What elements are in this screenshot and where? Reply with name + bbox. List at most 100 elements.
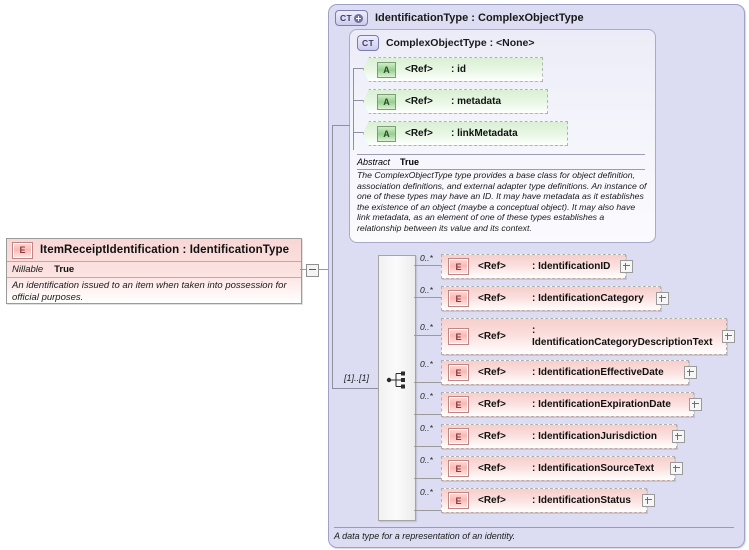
complextype-badge-icon: CT — [357, 35, 379, 51]
element-ref: <Ref> — [478, 261, 506, 272]
element-connector — [414, 382, 442, 383]
inner-complex-type-header[interactable]: CT ComplexObjectType : <None> — [357, 35, 535, 51]
element-row[interactable]: E <Ref> : IdentificationStatus — [441, 488, 647, 513]
inner-type-description: The ComplexObjectType type provides a ba… — [357, 170, 647, 233]
element-connector — [414, 414, 442, 415]
attribute-ref: <Ref> — [405, 64, 433, 75]
ct-label: CT — [340, 13, 352, 23]
element-expand-icon[interactable] — [656, 292, 669, 305]
sequence-cardinality: [1]..[1] — [344, 373, 370, 383]
element-connector — [414, 265, 442, 266]
element-badge-icon: E — [448, 492, 469, 509]
element-row[interactable]: E <Ref> : IdentificationJurisdiction — [441, 424, 677, 449]
root-element-header: E ItemReceiptIdentification : Identifica… — [7, 239, 301, 262]
element-name: : IdentificationSourceText — [532, 462, 655, 474]
abstract-label: Abstract — [357, 157, 391, 167]
attribute-row[interactable]: A <Ref> : metadata — [363, 89, 548, 114]
element-badge-icon: E — [448, 328, 469, 345]
collapse-toggle-icon[interactable] — [306, 264, 319, 277]
occurrence-label: 0..* — [420, 423, 433, 433]
model-group-branch-sequence — [332, 388, 379, 389]
element-name: : IdentificationExpirationDate — [532, 398, 671, 410]
element-name: : IdentificationID — [532, 260, 611, 272]
element-name: : IdentificationStatus — [532, 494, 631, 506]
attribute-tree-branch — [353, 68, 364, 69]
inner-complex-type-title: ComplexObjectType : <None> — [385, 37, 535, 49]
element-ref: <Ref> — [478, 495, 506, 506]
element-expand-icon[interactable] — [684, 366, 697, 379]
attribute-badge-icon: A — [377, 61, 396, 78]
complextype-expand-badge-icon[interactable]: CT — [335, 10, 368, 26]
element-expand-icon[interactable] — [670, 462, 683, 475]
element-badge-icon: E — [448, 396, 469, 413]
element-badge-icon: E — [448, 428, 469, 445]
attribute-name: : linkMetadata — [451, 128, 518, 139]
attribute-badge-icon: A — [377, 125, 396, 142]
occurrence-label: 0..* — [420, 359, 433, 369]
sequence-column[interactable] — [378, 255, 416, 521]
element-row[interactable]: E <Ref> : IdentificationSourceText — [441, 456, 675, 481]
element-ref: <Ref> — [478, 293, 506, 304]
element-connector — [414, 446, 442, 447]
element-expand-icon[interactable] — [722, 330, 735, 343]
occurrence-label: 0..* — [420, 285, 433, 295]
attribute-tree-trunk — [353, 68, 354, 150]
element-name: : IdentificationEffectiveDate — [532, 366, 664, 378]
element-ref: <Ref> — [478, 431, 506, 442]
element-row[interactable]: E <Ref> : IdentificationCategoryDescript… — [441, 318, 727, 355]
occurrence-label: 0..* — [420, 322, 433, 332]
attribute-tree-branch — [353, 132, 364, 133]
nillable-label: Nillable — [12, 264, 44, 275]
abstract-property-row: Abstract True — [357, 154, 645, 170]
element-badge-icon: E — [448, 258, 469, 275]
element-ref: <Ref> — [478, 331, 506, 342]
attribute-ref: <Ref> — [405, 96, 433, 107]
element-row[interactable]: E <Ref> : IdentificationID — [441, 254, 626, 279]
occurrence-label: 0..* — [420, 253, 433, 263]
plus-icon[interactable] — [353, 13, 363, 23]
occurrence-label: 0..* — [420, 455, 433, 465]
element-expand-icon[interactable] — [672, 430, 685, 443]
attribute-row[interactable]: A <Ref> : id — [363, 57, 543, 82]
attribute-ref: <Ref> — [405, 128, 433, 139]
root-element-property-row: Nillable True — [7, 262, 301, 278]
element-ref: <Ref> — [478, 367, 506, 378]
complex-type-title: IdentificationType : ComplexObjectType — [374, 12, 584, 24]
model-group-trunk — [332, 125, 333, 388]
element-name: : IdentificationCategoryDescriptionText — [532, 324, 713, 348]
element-ref: <Ref> — [478, 463, 506, 474]
attribute-name: : id — [451, 64, 466, 75]
inner-complex-type-box: CT ComplexObjectType : <None> A <Ref> : … — [349, 29, 656, 243]
element-connector — [414, 335, 442, 336]
model-group-branch-type — [332, 125, 350, 126]
attribute-row[interactable]: A <Ref> : linkMetadata — [363, 121, 568, 146]
root-element-description: An identification issued to an item when… — [12, 280, 287, 303]
abstract-value: True — [400, 157, 420, 167]
page-title: ItemReceiptIdentification : Identificati… — [40, 244, 290, 256]
complex-type-header[interactable]: CT IdentificationType : ComplexObjectTyp… — [335, 10, 584, 26]
element-expand-icon[interactable] — [689, 398, 702, 411]
panel-footer-description: A data type for a representation of an i… — [334, 527, 734, 541]
ct-label: CT — [362, 38, 374, 48]
attribute-badge-icon: A — [377, 93, 396, 110]
element-row[interactable]: E <Ref> : IdentificationEffectiveDate — [441, 360, 689, 385]
root-element-box[interactable]: E ItemReceiptIdentification : Identifica… — [6, 238, 302, 304]
element-row[interactable]: E <Ref> : IdentificationCategory — [441, 286, 661, 311]
element-connector — [414, 297, 442, 298]
attribute-tree-branch — [353, 100, 364, 101]
element-expand-icon[interactable] — [642, 494, 655, 507]
sequence-icon[interactable] — [386, 371, 410, 389]
element-connector — [414, 478, 442, 479]
element-badge-icon: E — [12, 241, 33, 259]
occurrence-label: 0..* — [420, 487, 433, 497]
element-connector — [414, 510, 442, 511]
element-row[interactable]: E <Ref> : IdentificationExpirationDate — [441, 392, 694, 417]
occurrence-label: 0..* — [420, 391, 433, 401]
nillable-value: True — [54, 264, 75, 275]
element-expand-icon[interactable] — [620, 260, 633, 273]
attribute-name: : metadata — [451, 96, 502, 107]
element-badge-icon: E — [448, 460, 469, 477]
element-ref: <Ref> — [478, 399, 506, 410]
element-name: : IdentificationCategory — [532, 292, 644, 304]
element-name: : IdentificationJurisdiction — [532, 430, 658, 442]
